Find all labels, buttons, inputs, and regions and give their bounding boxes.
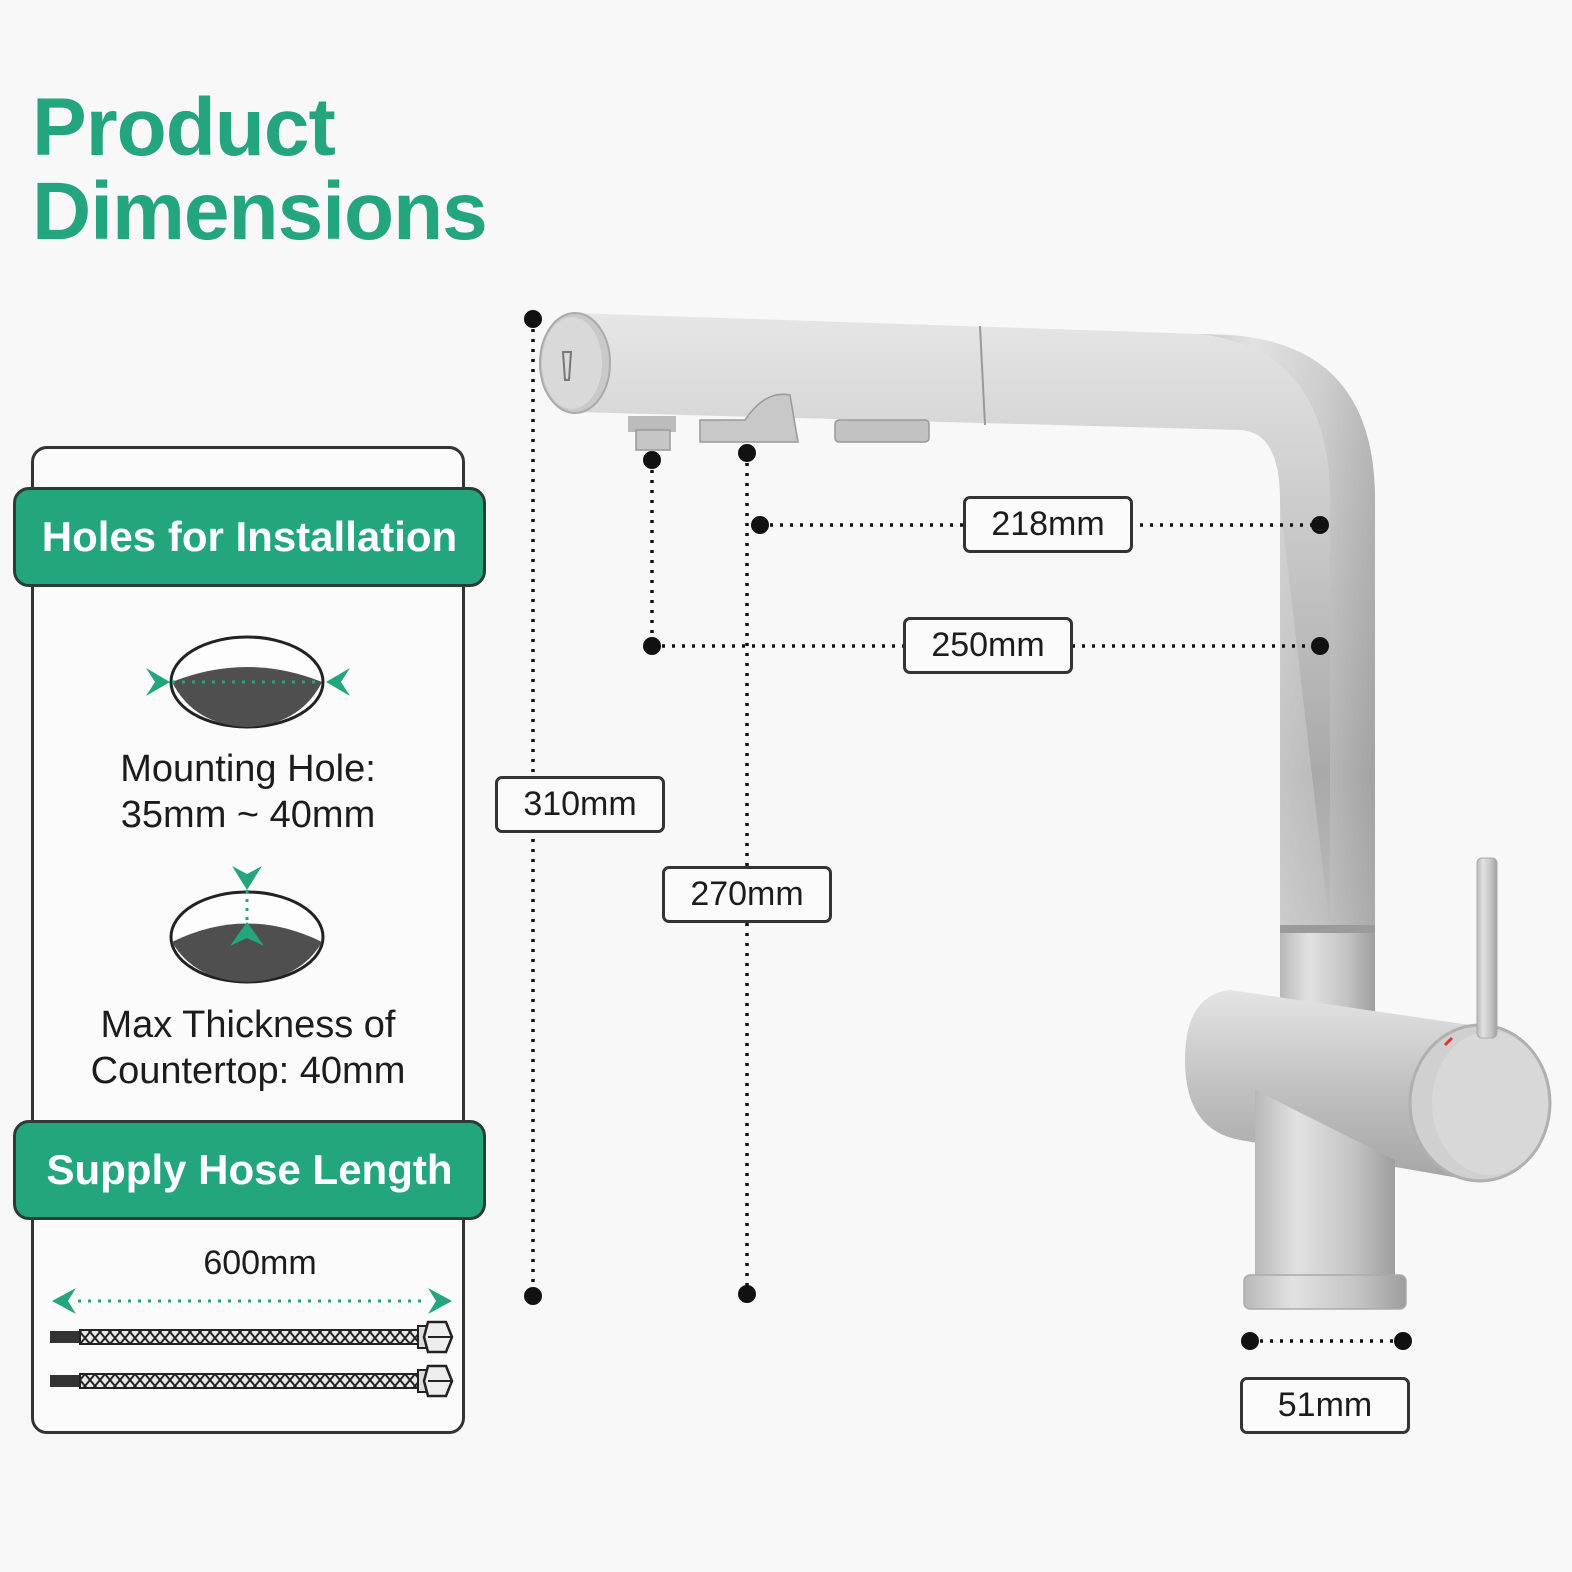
height-310-line [524,310,542,1305]
dimension-label-270: 270mm [662,866,832,923]
dimension-label-51: 51mm [1240,1377,1410,1434]
supply-hose-heading: Supply Hose Length [13,1120,486,1220]
reach-250-line [643,451,1329,655]
base-51-line [1241,1332,1412,1350]
supply-hose-2 [50,1364,454,1398]
installation-heading: Holes for Installation [13,487,486,587]
hose-length-label: 600mm [203,1244,317,1282]
title-line-1: Product [32,82,336,173]
mounting-hole-line-2: 35mm ~ 40mm [120,794,376,836]
supply-hose-1 [50,1320,454,1354]
mounting-hole-line-1: Mounting Hole: [120,748,376,790]
dimension-label-250: 250mm [903,617,1073,674]
faucet-icon [539,312,1552,1310]
countertop-thickness-icon [169,866,325,984]
hose-length-arrow [52,1288,452,1314]
info-panel [31,446,465,1434]
thickness-line-1: Max Thickness of [100,1004,396,1046]
dimension-label-218: 218mm [963,496,1133,553]
mounting-hole-icon [146,635,350,729]
thickness-line-2: Countertop: 40mm [90,1050,406,1092]
dimension-label-310: 310mm [495,776,665,833]
thickness-text: Max Thickness of Countertop: 40mm [31,1002,465,1094]
page-title: Product Dimensions [32,82,488,257]
title-line-2: Dimensions [32,166,488,257]
mounting-hole-text: Mounting Hole: 35mm ~ 40mm [31,746,465,838]
